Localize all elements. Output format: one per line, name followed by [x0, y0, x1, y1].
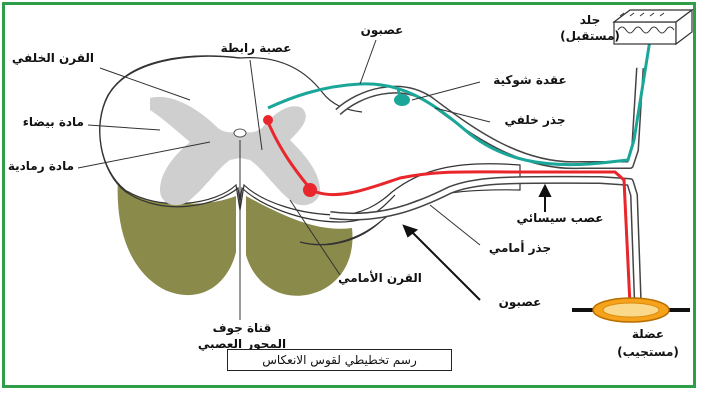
label-central-canal: قناة جوف [213, 321, 272, 336]
label-spinal-nerve: عصب سيسائي [517, 211, 604, 225]
dorsal-root-inner [338, 68, 640, 165]
label-gray-matter: مادة رمادية [8, 159, 74, 173]
central-canal-hole [234, 129, 246, 137]
label-ventral-root: جذر أمامي [489, 240, 551, 255]
pointer-motor-neuron [412, 232, 480, 300]
label-muscle-role: (مستجيب) [617, 345, 679, 359]
label-sensory-neuron: عصبون [361, 23, 404, 38]
label-ventral-horn: القرن الأمامي [338, 270, 422, 285]
pointer-ganglion [412, 82, 480, 100]
skin-receptor [614, 10, 692, 44]
pointer-ventral-root [430, 205, 480, 245]
diagram-caption: رسم تخطيطي لقوس الانعكاس [227, 349, 452, 371]
sensory-neuron-axon [268, 40, 650, 165]
muscle-effector [572, 298, 690, 322]
dorsal-root-outer [338, 68, 640, 165]
ventral-root-inner [330, 180, 638, 308]
label-spinal-ganglion: عقدة شوكية [493, 73, 567, 88]
spinal-ganglion-body [394, 94, 410, 106]
ventral-root-outer [330, 180, 638, 308]
label-interneuron: عصبة رابطة [221, 41, 292, 55]
arrowhead-spinal-nerve [540, 186, 550, 196]
label-dorsal-root: جذر خلفي [505, 113, 566, 127]
label-white-matter: مادة بيضاء [23, 115, 84, 129]
interneuron-body [263, 115, 273, 125]
motor-neuron-body [303, 183, 317, 197]
pointer-sensory-neuron [360, 40, 376, 84]
label-dorsal-horn: القرن الخلفي [12, 51, 94, 65]
label-skin: جلد [580, 13, 600, 27]
label-muscle: عضلة [632, 327, 664, 341]
label-skin-role: (مستقبل) [560, 29, 620, 43]
label-motor-neuron: عصبون [499, 295, 542, 310]
motor-neuron-axon [316, 172, 630, 305]
caption-text: رسم تخطيطي لقوس الانعكاس [262, 353, 417, 367]
